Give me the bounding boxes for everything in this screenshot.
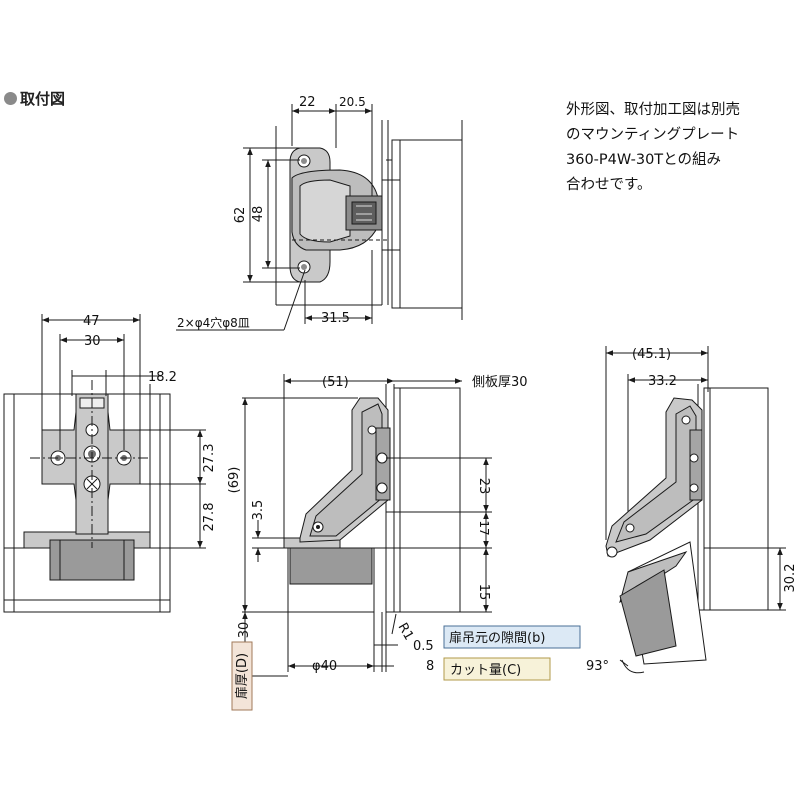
- dim-31-5: 31.5: [321, 311, 350, 326]
- dim-48: 48: [251, 206, 266, 223]
- dim-69: (69): [227, 467, 242, 494]
- dim-20-5: 20.5: [339, 95, 366, 109]
- top-view-labels: 22 20.5 62 48 31.5 2×φ4穴φ8皿: [177, 95, 366, 330]
- dim-45-1: (45.1): [632, 347, 671, 362]
- middle-view-labels: (51) 側板厚30 (69) 3.5 23 17 15 R1 30 φ40 0…: [227, 375, 545, 699]
- gap-label: 扉吊元の隙間(b): [449, 630, 545, 646]
- dim-23: 23: [476, 478, 491, 495]
- middle-view: [231, 374, 581, 711]
- side-panel-label: 側板厚30: [472, 375, 528, 390]
- dim-47: 47: [83, 314, 100, 329]
- angle-93: 93°: [586, 659, 609, 674]
- dim-30-width: 30: [84, 334, 101, 349]
- dim-51: (51): [322, 375, 349, 390]
- top-view: [176, 104, 463, 331]
- dim-18-2: 18.2: [148, 370, 177, 385]
- right-view: [605, 346, 786, 674]
- spec-note: 外形図、取付加工図は別売 のマウンティングプレート 360-P4W-30Tとの組…: [566, 98, 740, 198]
- dim-8: 8: [426, 659, 434, 674]
- dim-33-2: 33.2: [648, 374, 677, 389]
- note-line-2: のマウンティングプレート: [566, 127, 740, 143]
- section-title-text: 取付図: [20, 90, 66, 108]
- note-line-4: 合わせです。: [566, 177, 652, 193]
- dim-r1: R1: [395, 621, 417, 643]
- note-line-3: 360-P4W-30Tとの組み: [566, 152, 722, 168]
- holes-label: 2×φ4穴φ8皿: [177, 315, 250, 330]
- cut-label: カット量(C): [450, 663, 521, 678]
- dim-phi40: φ40: [312, 659, 337, 674]
- dim-15: 15: [476, 584, 491, 601]
- dim-27-8: 27.8: [202, 503, 217, 532]
- dim-30-door: 30: [237, 622, 252, 639]
- left-view: [3, 314, 206, 613]
- dim-30-2: 30.2: [783, 564, 798, 593]
- note-line-1: 外形図、取付加工図は別売: [566, 102, 740, 118]
- door-thickness-label: 扉厚(D): [234, 653, 250, 699]
- dim-22: 22: [299, 95, 316, 110]
- dim-17: 17: [477, 520, 491, 535]
- dim-0-5: 0.5: [413, 639, 434, 654]
- dim-27-3: 27.3: [202, 444, 217, 473]
- dim-62: 62: [233, 207, 248, 224]
- section-title: 取付図: [4, 88, 65, 109]
- dim-3-5: 3.5: [251, 500, 266, 521]
- left-view-labels: 47 30 18.2 27.3 27.8: [83, 314, 217, 531]
- bullet-dot-icon: [4, 92, 17, 105]
- right-view-labels: (45.1) 33.2 30.2 93°: [586, 347, 798, 674]
